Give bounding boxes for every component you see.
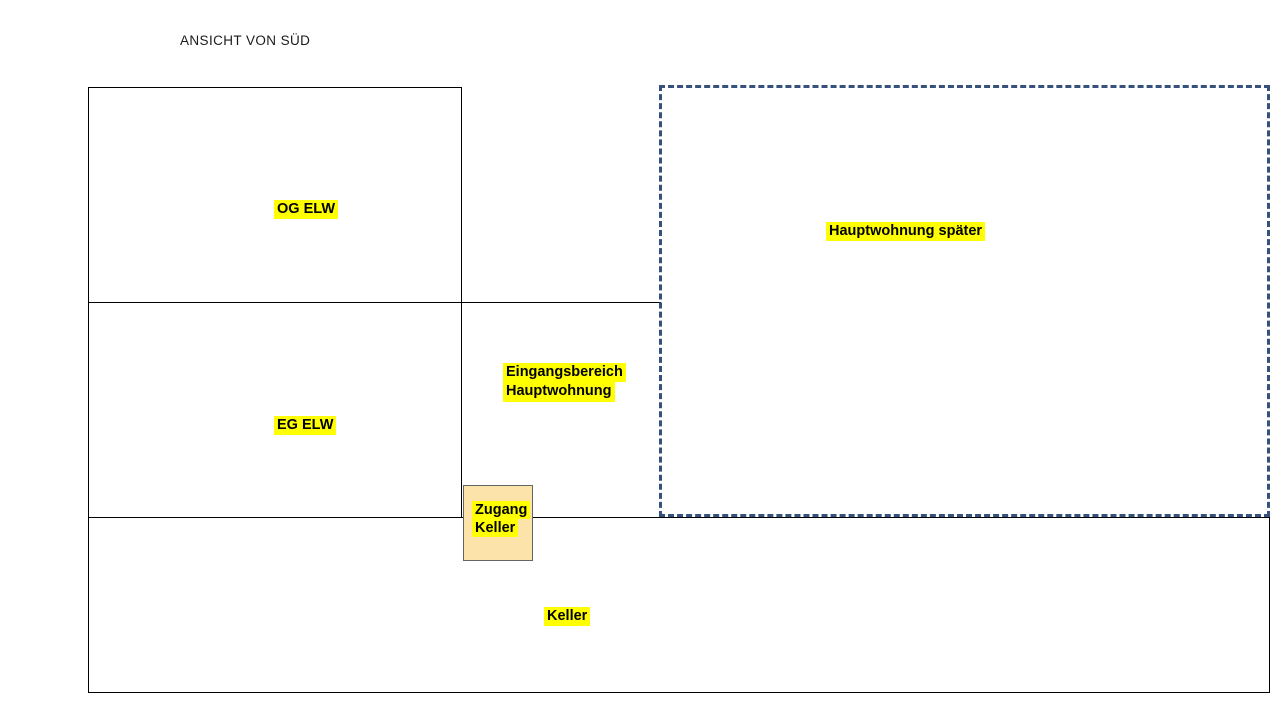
zugang-keller-box: Zugang Keller bbox=[463, 485, 533, 561]
hauptwohnung-dashed-box bbox=[659, 85, 1270, 517]
keller-label-group: Keller bbox=[544, 607, 591, 627]
zugang-keller-label-line2: Keller bbox=[472, 519, 519, 537]
zugang-keller-label-line1: Zugang bbox=[472, 501, 531, 519]
keller-box bbox=[88, 517, 1270, 693]
eg-elw-label: EG ELW bbox=[274, 416, 337, 436]
diagram-title: ANSICHT VON SÜD bbox=[180, 33, 311, 48]
og-elw-box bbox=[88, 87, 462, 303]
eingangsbereich-label-group: Eingangsbereich Hauptwohnung bbox=[503, 363, 626, 402]
eg-elw-label-group: EG ELW bbox=[274, 416, 337, 436]
eg-elw-box bbox=[88, 302, 462, 518]
hauptwohnung-spaeter-label: Hauptwohnung später bbox=[826, 222, 986, 242]
keller-label: Keller bbox=[544, 607, 591, 627]
og-elw-label: OG ELW bbox=[274, 200, 338, 220]
eingangsbereich-label-line2: Hauptwohnung bbox=[503, 382, 615, 402]
og-elw-label-group: OG ELW bbox=[274, 200, 338, 220]
entrance-area-top-line bbox=[461, 302, 661, 303]
hauptwohnung-label-group: Hauptwohnung später bbox=[826, 222, 986, 242]
eingangsbereich-label-line1: Eingangsbereich bbox=[503, 363, 626, 383]
